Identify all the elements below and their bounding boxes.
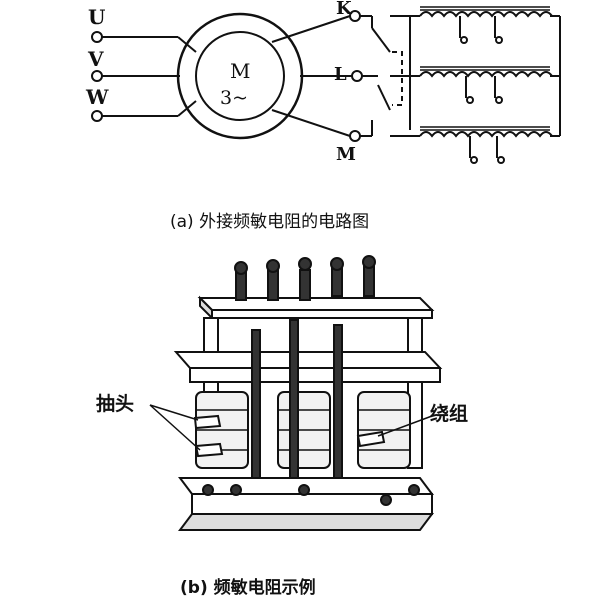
label-w: W [85,85,109,109]
switch-dashed-link [392,51,403,106]
winding-label: 绕组 [430,402,468,425]
label-v: V [87,47,104,71]
terminal-l [351,70,363,82]
motor-phase-label: 3~ [220,87,248,109]
terminal-v [91,70,103,82]
label-l: L [334,64,347,85]
resistor-device-illustration [173,255,443,531]
label-k: K [336,0,353,19]
switch-blade-2 [377,84,391,111]
motor-label: M [230,59,250,83]
resistor-coil-middle [419,66,560,104]
motor-inner-ring [195,31,285,121]
resistor-coil-bottom [419,126,560,164]
circuit-diagram [91,6,561,164]
label-m: M [336,144,356,165]
tap-label: 抽头 [96,392,134,415]
resistor-coil-top [419,6,560,44]
terminal-m [349,130,361,142]
caption-a: (a) 外接频敏电阻的电路图 [170,212,369,232]
switch-blade-1 [371,27,391,53]
leader-lines [149,404,433,451]
caption-b: (b) 频敏电阻示例 [180,577,316,598]
terminal-w [91,110,103,122]
terminal-u [91,31,103,43]
label-u: U [88,5,105,29]
